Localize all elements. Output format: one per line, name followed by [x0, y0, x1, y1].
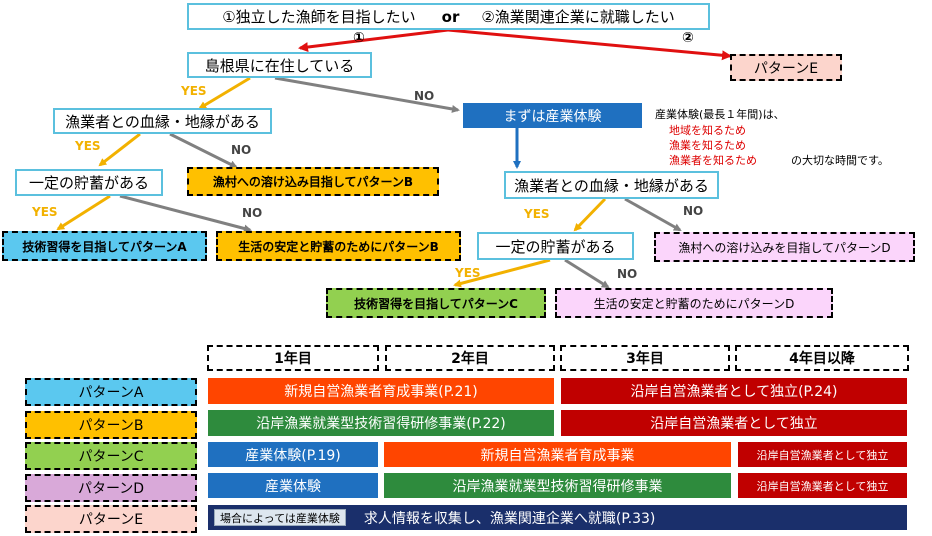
experience-note-heading: 産業体験(最長１年間)は、: [655, 108, 785, 121]
first-experience-box: まずは産業体験: [463, 103, 642, 128]
cell-a-1: 新規自営漁業者育成事業(P.21): [208, 378, 554, 404]
experience-note-tail: の大切な時間です。: [791, 154, 889, 167]
arrow-relation2-yes: [573, 197, 607, 232]
arrow-relation-no: [169, 132, 238, 169]
yes-label-savings: YES: [32, 205, 58, 219]
no-label-shimane: NO: [414, 89, 435, 103]
cell-e-1: 場合によっては産業体験: [214, 509, 346, 526]
arrow-branch-1: [298, 28, 449, 52]
yes-label-savings-2: YES: [455, 266, 481, 280]
no-label-savings: NO: [242, 206, 263, 220]
top-question: ①独立した漁師を目指したい or ②漁業関連企業に就職したい: [187, 3, 710, 30]
top-question-b: ②漁業関連企業に就職したい: [481, 8, 675, 26]
outcome-d-life: 生活の安定と貯蓄のためにパターンD: [555, 288, 833, 318]
no-label-savings-2: NO: [617, 267, 638, 281]
question-savings: 一定の貯蓄がある: [15, 169, 163, 196]
cell-c-3: 沿岸自営漁業者として独立: [738, 442, 907, 467]
question-shimane: 島根県に在住している: [187, 52, 372, 78]
cell-d-3: 沿岸自営漁業者として独立: [738, 473, 907, 498]
outcome-pattern-e: パターンE: [730, 54, 842, 81]
pattern-label-d: パターンD: [25, 474, 197, 502]
arrow-relation-yes: [98, 132, 141, 167]
outcome-a: 技術習得を目指してパターンA: [2, 231, 207, 261]
arrow-savings2-no: [564, 258, 610, 289]
experience-note-item-2: 漁業を知るため: [669, 139, 746, 152]
top-question-or: or: [441, 7, 460, 26]
cell-b-1: 沿岸漁業就業型技術習得研修事業(P.22): [208, 410, 554, 436]
outcome-d-village: 漁村への溶け込みを目指してパターンD: [654, 232, 915, 262]
top-question-a: ①独立した漁師を目指したい: [222, 8, 416, 26]
branch-label-2: ②: [682, 30, 694, 46]
question-relation-2: 漁業者との血縁・地縁がある: [504, 171, 719, 199]
no-label-relation-2: NO: [683, 204, 704, 218]
cell-c-1: 産業体験(P.19): [208, 442, 378, 467]
pattern-label-c: パターンC: [25, 442, 197, 470]
cell-d-1: 産業体験: [208, 473, 378, 498]
cell-a-2: 沿岸自営漁業者として独立(P.24): [561, 378, 907, 404]
arrow-shimane-no: [274, 76, 460, 113]
outcome-c: 技術習得を目指してパターンC: [326, 288, 546, 318]
outcome-b-life: 生活の安定と貯蓄のためにパターンB: [216, 231, 461, 261]
experience-note-item-1: 地域を知るため: [669, 124, 746, 137]
experience-note-item-3: 漁業者を知るため: [669, 154, 757, 167]
arrow-savings2-yes: [453, 258, 551, 288]
cell-b-2: 沿岸自営漁業者として独立: [561, 410, 907, 436]
cell-e-2: 求人情報を収集し、漁業関連企業へ就職(P.33): [363, 510, 656, 527]
pattern-label-b: パターンB: [25, 411, 197, 439]
yes-label-shimane: YES: [181, 84, 207, 98]
pattern-label-a: パターンA: [25, 378, 197, 406]
pattern-label-e: パターンE: [25, 505, 197, 533]
arrow-branch-2: [447, 28, 732, 61]
arrow-savings-no: [119, 194, 252, 233]
yes-label-relation: YES: [75, 139, 101, 153]
outcome-b-village: 漁村への溶け込み目指してパターンB: [187, 167, 439, 196]
year-header-1: 1年目: [207, 345, 379, 371]
cell-e-row: 場合によっては産業体験 求人情報を収集し、漁業関連企業へ就職(P.33): [208, 505, 907, 530]
arrow-relation2-no: [624, 197, 682, 232]
branch-label-1: ①: [353, 30, 365, 46]
no-label-relation: NO: [231, 143, 252, 157]
year-header-2: 2年目: [385, 345, 555, 371]
year-header-4: 4年目以降: [735, 345, 909, 371]
year-header-3: 3年目: [560, 345, 730, 371]
yes-label-relation-2: YES: [524, 207, 550, 221]
question-savings-2: 一定の貯蓄がある: [477, 232, 634, 260]
question-relation: 漁業者との血縁・地縁がある: [53, 108, 272, 134]
cell-d-2: 沿岸漁業就業型技術習得研修事業: [384, 473, 731, 498]
arrow-savings-yes: [56, 194, 111, 231]
cell-c-2: 新規自営漁業者育成事業: [384, 442, 731, 467]
arrow-shimane-yes: [198, 76, 251, 110]
